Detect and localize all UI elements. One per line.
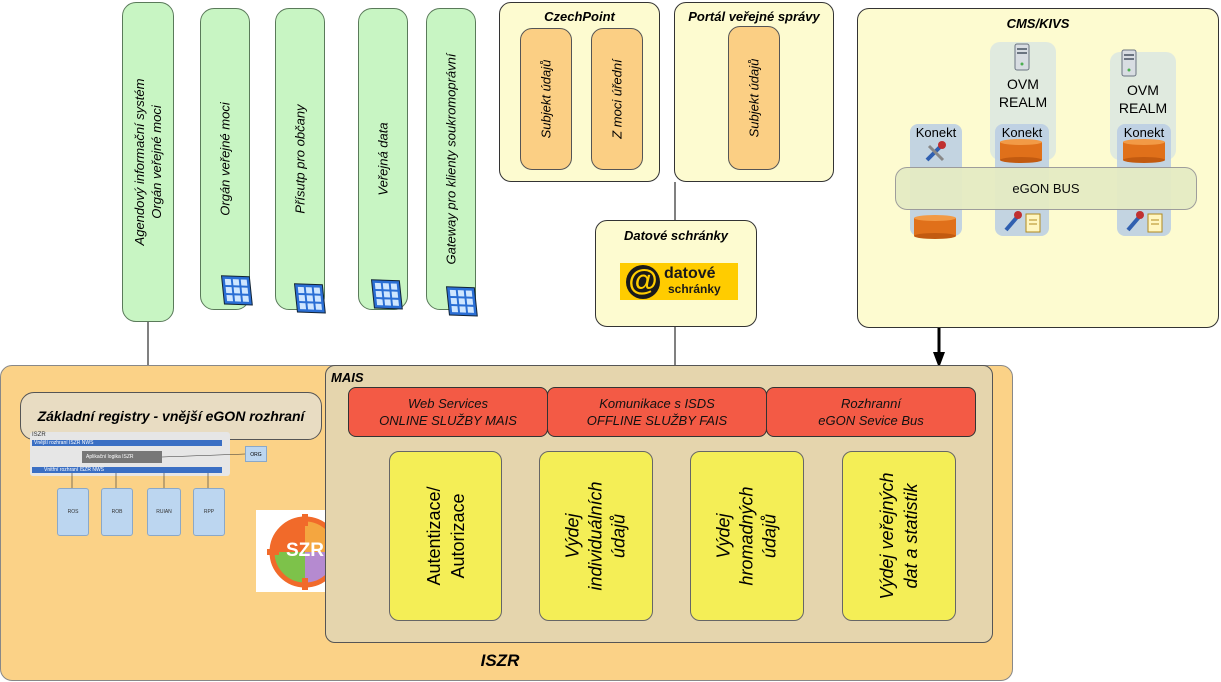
konekt-label-1: Konekt [915,125,957,140]
autentizace-line2: Autorizace [447,493,468,579]
verejna-data-label: Veřejná data [375,122,391,196]
server-icon [1014,43,1030,71]
mini-connectors [71,453,246,488]
tools-icon [925,141,946,162]
realm-2-line1: OVM [1127,82,1159,98]
vydej-verejnych-block: Výdej veřejných dat a statistik [842,451,956,621]
rozhranni-line1: Rozhranní [841,396,901,411]
realm-1-label: OVM REALM [990,75,1056,111]
autentizace-line1: Autentizace/ [423,486,444,586]
vydej-individualnich-block: Výdej individuálních údajů [539,451,653,621]
verejne-line1: Výdej veřejných [877,472,897,600]
konekt-label-3: Konekt [1123,125,1165,140]
cms-title: CMS/KIVS [1006,16,1070,31]
portal-subjekt-box: Subjekt údajů [728,26,780,170]
verejne-line2: dat a statistik [901,483,921,589]
rozhranni-egon-box: Rozhranní eGON Sevice Bus [766,387,976,437]
datove-schranky-title: Datové schránky [623,228,729,243]
mini-reg-rpp: RPP [193,488,225,536]
database-icon [914,215,956,239]
grid-app-icon [370,279,403,310]
czechpoint-title: CzechPoint [544,9,615,24]
tools-document-icon [1004,211,1041,233]
iszr-label: ISZR [480,651,520,670]
server-icon [1121,49,1137,77]
datove-schranky-logo: @ datové schránky [620,263,738,300]
at-icon: @ [626,265,660,299]
mini-reg-rob: ROB [101,488,133,536]
mini-iszr-title: ISZR [32,432,46,438]
logo-line2: schránky [668,282,721,296]
agendovy-system-box: Agendový informační systém Orgán veřejné… [122,2,174,322]
gateway-box: Gateway pro klienty soukromoprávní [426,8,476,310]
realm-2-line2: REALM [1118,100,1168,116]
subjekt-udaju-label: Subjekt údajů [538,59,554,139]
web-services-line2: ONLINE SLUŽBY MAIS [379,413,517,428]
mini-reg-ros: ROS [57,488,89,536]
subjekt-udaju-box: Subjekt údajů [520,28,572,170]
individualni-line1: Výdej [562,513,583,559]
gateway-label: Gateway pro klienty soukromoprávní [443,53,459,265]
verejna-data-box: Veřejná data [358,8,408,310]
grid-app-icon [445,286,478,317]
individualni-line3: údajů [608,513,629,559]
konekt-label-2: Konekt [1001,125,1043,140]
hromadne-line1: Výdej [713,513,734,559]
hromadne-line3: údajů [759,513,780,559]
mini-bar-outer: Vnější rozhraní ISZR NWS [32,440,222,446]
tools-document-icon [1126,211,1163,233]
database-icon [1123,139,1165,163]
realm-2-label: OVM REALM [1110,81,1176,117]
grid-app-icon [220,275,253,306]
mini-bar-inner: Vnitřní rozhraní ISZR NWS [32,467,222,473]
mais-label: MAIS [331,370,364,385]
realm-1-line1: OVM [1007,76,1039,92]
pristup-pro-obcany-box: Přísutp pro občany [275,8,325,310]
database-icon [1000,139,1042,163]
mini-reg-ruian: RUIAN [147,488,181,536]
komunikace-line1: Komunikace s ISDS [599,396,715,411]
web-services-line1: Web Services [408,396,488,411]
z-moci-uredni-label: Z moci úřední [609,59,625,139]
web-services-box: Web Services ONLINE SLUŽBY MAIS [348,387,548,437]
autentizace-block: Autentizace/ Autorizace [389,451,502,621]
portal-subjekt-label: Subjekt údajů [746,58,762,138]
portal-title: Portál veřejné správy [688,9,820,24]
mini-org-box: ORG [245,446,267,462]
individualni-line2: individuálních [585,481,606,591]
logo-line1: datové [664,265,716,282]
grid-app-icon [293,283,326,314]
komunikace-isds-box: Komunikace s ISDS OFFLINE SLUŽBY FAIS [547,387,767,437]
rozhranni-line2: eGON Sevice Bus [818,413,924,428]
vydej-hromadnych-block: Výdej hromadných údajů [690,451,804,621]
mini-bar-logic: Aplikační logika ISZR [82,451,162,463]
organ-verejne-moci-box: Orgán veřejné moci [200,8,250,310]
szr-logo-text: SZR [286,540,324,561]
realm-1-line2: REALM [998,94,1048,110]
hromadne-line2: hromadných [736,486,757,586]
komunikace-line2: OFFLINE SLUŽBY FAIS [586,413,728,428]
egon-bus: eGON BUS [895,167,1197,210]
z-moci-uredni-box: Z moci úřední [591,28,643,170]
